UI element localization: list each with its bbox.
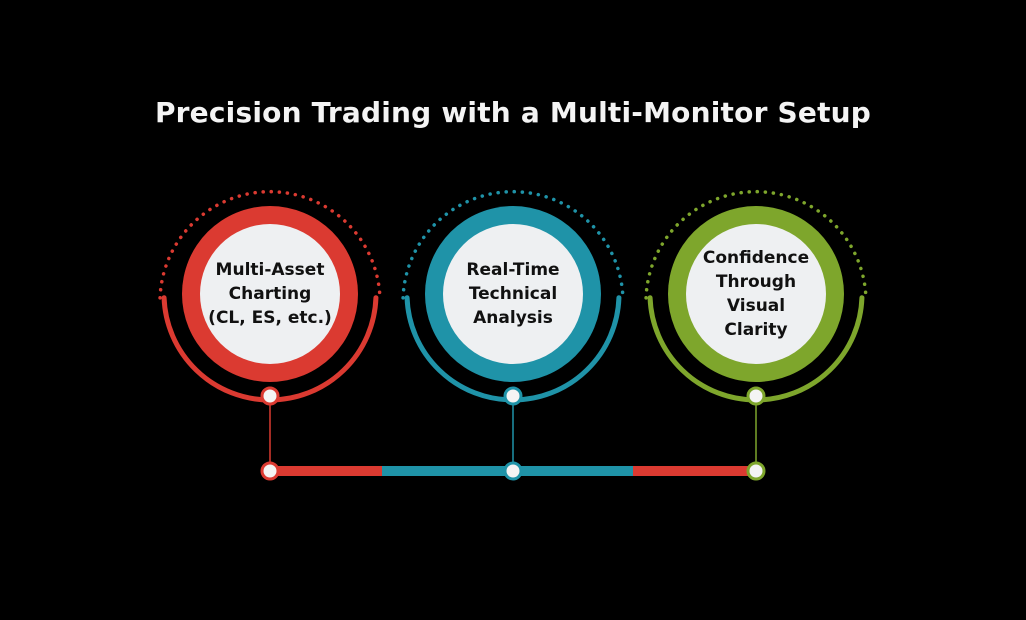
page-title: Precision Trading with a Multi-Monitor S… bbox=[154, 96, 872, 129]
step-label-line: Confidence bbox=[702, 248, 810, 268]
timeline-node-3 bbox=[746, 461, 766, 481]
step-label-line: (CL, ES, etc.) bbox=[208, 308, 332, 328]
step-label-line: Through bbox=[715, 272, 797, 292]
step-label-line: Charting bbox=[228, 284, 312, 304]
timeline-node-2 bbox=[503, 461, 523, 481]
dotted-arc-3 bbox=[644, 190, 868, 300]
timeline-segment-3 bbox=[633, 466, 756, 476]
step-label-line: Real-Time bbox=[466, 260, 560, 280]
step-disc-1 bbox=[200, 224, 340, 364]
dotted-arc-2 bbox=[401, 190, 625, 300]
step-disc-2 bbox=[443, 224, 583, 364]
dotted-arc-1 bbox=[158, 190, 382, 300]
step-node-top-2 bbox=[503, 386, 523, 406]
step-disc-3 bbox=[686, 224, 826, 364]
step-label-line: Clarity bbox=[724, 320, 788, 340]
timeline-segment-1 bbox=[270, 466, 382, 476]
nodes-layer bbox=[260, 386, 766, 481]
step-node-top-1 bbox=[260, 386, 280, 406]
step-label-line: Analysis bbox=[473, 308, 553, 328]
step-label-line: Visual bbox=[726, 296, 786, 316]
timeline-node-1 bbox=[260, 461, 280, 481]
step-label-line: Technical bbox=[468, 284, 558, 304]
step-node-top-3 bbox=[746, 386, 766, 406]
step-label-line: Multi-Asset bbox=[215, 260, 325, 280]
